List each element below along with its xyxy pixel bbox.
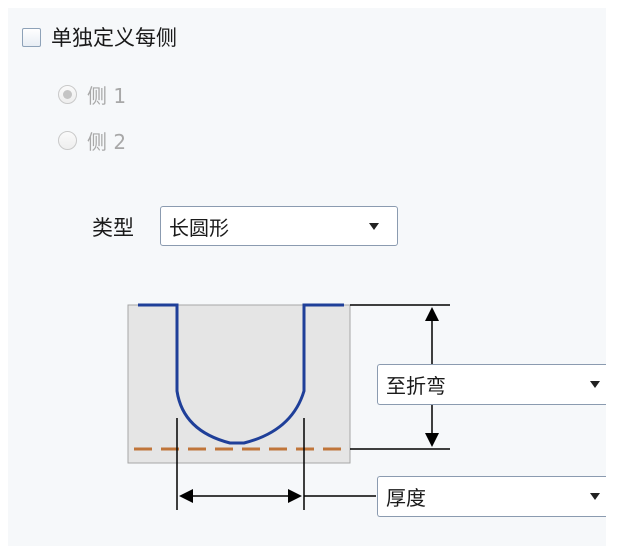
width-select-value: 厚度 <box>386 486 426 510</box>
type-select-chevron-down-icon[interactable] <box>369 222 379 230</box>
material-block <box>127 304 351 464</box>
width-arrow-left-icon <box>179 489 193 503</box>
relief-diagram <box>127 303 450 510</box>
width-arrow-right-icon <box>288 489 302 503</box>
relief-settings-panel: 单独定义每侧 侧 1 侧 2 类型 长圆形 至折弯 厚度 <box>8 8 606 546</box>
depth-select-value: 至折弯 <box>386 374 446 398</box>
width-select-chevron-down-icon[interactable] <box>590 493 600 500</box>
depth-arrow-up-icon <box>425 307 439 321</box>
define-each-side-option[interactable]: 单独定义每侧 <box>22 22 177 52</box>
side-1-label: 侧 1 <box>87 84 127 108</box>
side-1-option[interactable]: 侧 1 <box>58 80 126 109</box>
depth-arrow-down-icon <box>425 433 439 447</box>
relief-profile-curve <box>138 303 344 445</box>
type-select[interactable]: 长圆形 <box>160 206 398 246</box>
side-2-option[interactable]: 侧 2 <box>58 126 126 155</box>
side-2-radio[interactable] <box>58 131 77 150</box>
side-1-radio[interactable] <box>58 85 77 104</box>
type-label: 类型 <box>92 216 134 240</box>
depth-select-chevron-down-icon[interactable] <box>590 381 600 388</box>
type-select-value: 长圆形 <box>169 215 229 240</box>
width-select[interactable]: 厚度 <box>377 476 606 517</box>
define-each-side-checkbox[interactable] <box>22 27 41 47</box>
side-2-label: 侧 2 <box>87 130 127 154</box>
depth-select[interactable]: 至折弯 <box>377 364 606 405</box>
type-label-row: 类型 <box>92 212 134 242</box>
define-each-side-label: 单独定义每侧 <box>51 26 177 50</box>
